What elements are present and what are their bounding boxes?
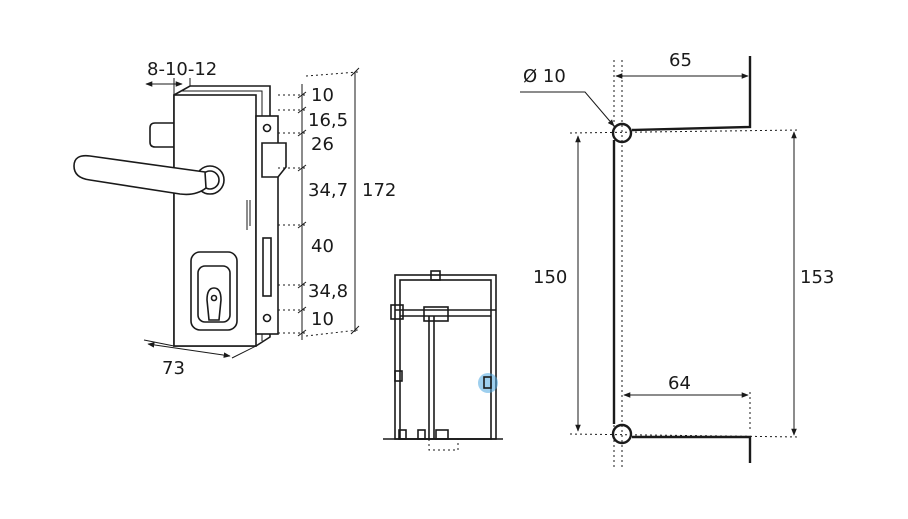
profile-top bbox=[631, 56, 752, 132]
label-seg-2: 16,5 bbox=[308, 110, 348, 131]
label-bottom-width: 64 bbox=[668, 373, 691, 394]
label-seg-7: 10 bbox=[311, 309, 334, 330]
dim-width: 73 bbox=[143, 339, 257, 379]
label-seg-5: 40 bbox=[311, 236, 334, 257]
profile-bottom bbox=[632, 435, 752, 463]
hole-detail-diagram: Ø 10 65 64 150 153 bbox=[520, 50, 834, 470]
lock-position-icon bbox=[483, 376, 492, 389]
dim-thickness: 8-10-12 bbox=[145, 59, 217, 95]
frame-mullion bbox=[428, 316, 435, 439]
frame-crossbar bbox=[395, 309, 496, 317]
spindle-stub bbox=[149, 122, 176, 148]
screw-top bbox=[262, 123, 272, 133]
label-seg-3: 26 bbox=[311, 134, 334, 155]
cylinder-icon bbox=[206, 287, 222, 321]
label-total-height: 172 bbox=[362, 180, 396, 201]
brand-mark bbox=[246, 200, 251, 230]
label-width: 73 bbox=[162, 358, 185, 379]
label-top-width: 65 bbox=[669, 50, 692, 71]
frame-outer bbox=[394, 274, 497, 440]
gate-frame-diagram bbox=[383, 270, 503, 451]
label-diameter: Ø 10 bbox=[523, 66, 566, 87]
label-seg-4: 34,7 bbox=[308, 180, 348, 201]
lever-handle bbox=[73, 154, 207, 196]
label-seg-1: 10 bbox=[311, 85, 334, 106]
deadbolt-slot bbox=[262, 237, 272, 297]
label-outer-height: 153 bbox=[800, 267, 834, 288]
cylinder-escutcheon bbox=[190, 251, 238, 331]
diameter-leader bbox=[520, 91, 615, 127]
lock-position-highlight bbox=[478, 373, 498, 393]
label-inner-height: 150 bbox=[533, 267, 567, 288]
lock-isometric-view bbox=[73, 85, 287, 347]
label-seg-6: 34,8 bbox=[308, 281, 348, 302]
label-thickness: 8-10-12 bbox=[147, 59, 217, 80]
screw-bottom bbox=[262, 313, 272, 323]
dim-segments: 10 16,5 26 34,7 40 34,8 10 bbox=[278, 84, 348, 340]
latch-bolt bbox=[261, 142, 287, 178]
dim-total-height: 172 bbox=[305, 67, 396, 337]
